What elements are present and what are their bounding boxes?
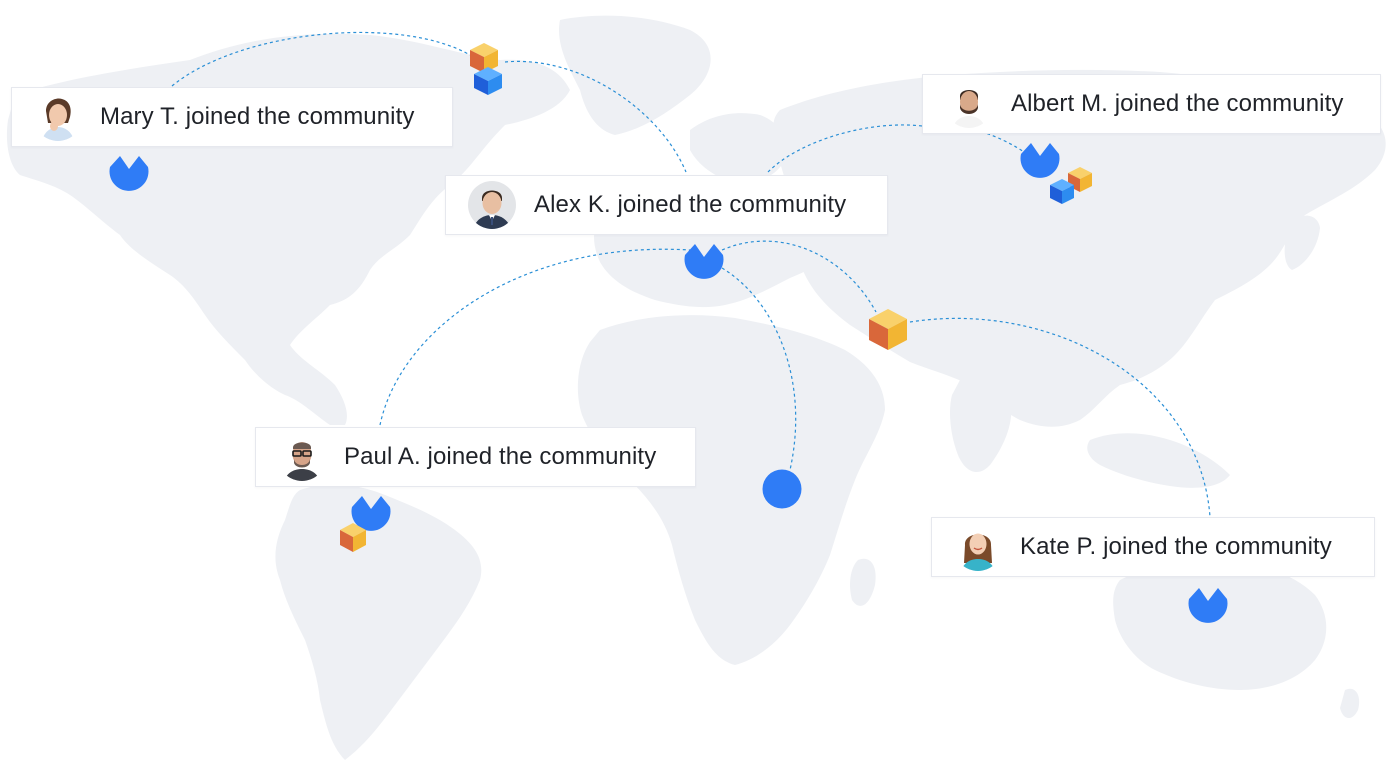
arc-alex-to-paul bbox=[379, 248, 691, 426]
location-pin-icon bbox=[762, 469, 802, 509]
continent-africa bbox=[577, 315, 885, 665]
continent-new-zealand bbox=[1340, 688, 1360, 719]
man-glasses-avatar bbox=[278, 433, 326, 481]
cube-stack-icon bbox=[470, 43, 502, 95]
notification-card-kate: Kate P. joined the community bbox=[931, 517, 1375, 577]
continent-southeast-asia bbox=[1087, 433, 1230, 488]
continent-australia bbox=[1113, 561, 1327, 690]
arc-mary-to-cube bbox=[171, 31, 471, 87]
location-pin-icon bbox=[1188, 588, 1228, 623]
cube-stack-icon bbox=[1050, 167, 1092, 204]
continent-asia bbox=[773, 69, 1386, 427]
man-suit-avatar bbox=[468, 181, 516, 229]
man-beard-avatar bbox=[945, 80, 993, 128]
continent-madagascar bbox=[850, 558, 876, 606]
woman-smiling-avatar bbox=[954, 523, 1002, 571]
location-pin-icon bbox=[684, 244, 724, 279]
location-pins bbox=[109, 143, 1228, 623]
continent-india-peninsula bbox=[950, 379, 1012, 473]
arc-alex-to-africa bbox=[721, 267, 797, 471]
continent-greenland bbox=[559, 15, 711, 135]
arc-cube-to-alex bbox=[504, 60, 687, 173]
notification-card-paul: Paul A. joined the community bbox=[255, 427, 696, 487]
notification-text: Alex K. joined the community bbox=[534, 191, 847, 218]
continent-japan bbox=[1284, 215, 1320, 270]
notification-text: Albert M. joined the community bbox=[1011, 90, 1344, 117]
notification-card-albert: Albert M. joined the community bbox=[922, 74, 1381, 134]
arc-alex-to-albert bbox=[767, 124, 923, 173]
cube-icon bbox=[340, 523, 366, 552]
notification-text: Paul A. joined the community bbox=[344, 443, 657, 470]
notification-card-mary: Mary T. joined the community bbox=[11, 87, 453, 147]
continent-south-america bbox=[275, 484, 482, 760]
location-pin-icon bbox=[109, 156, 149, 191]
woman-thinking-avatar bbox=[34, 93, 82, 141]
notification-text: Kate P. joined the community bbox=[1020, 533, 1332, 560]
notification-card-alex: Alex K. joined the community bbox=[445, 175, 888, 235]
notification-text: Mary T. joined the community bbox=[100, 103, 415, 130]
arc-cube-to-kate bbox=[909, 317, 1211, 518]
location-pin-icon bbox=[351, 496, 391, 531]
location-pin-icon bbox=[1020, 143, 1060, 178]
arc-alex-to-cube bbox=[721, 240, 877, 313]
cube-icon bbox=[869, 309, 907, 350]
continent-scandinavia bbox=[690, 113, 787, 183]
